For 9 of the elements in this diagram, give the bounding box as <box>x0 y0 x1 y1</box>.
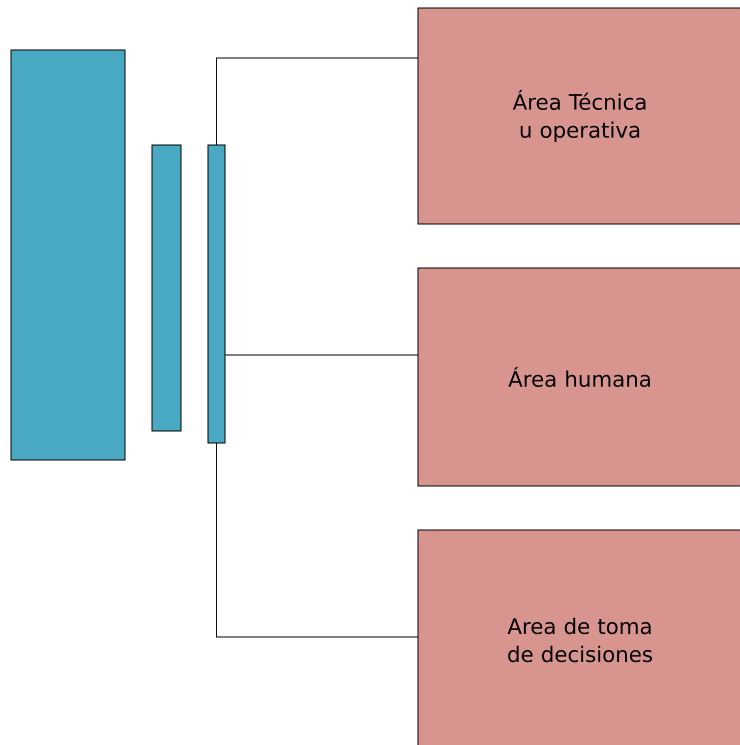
text-box: Área humana <box>418 268 740 486</box>
connector-line <box>224 354 418 356</box>
connector-line <box>216 58 418 145</box>
connector-line <box>216 443 418 638</box>
text-box: Area de toma de decisiones <box>418 530 740 745</box>
bar <box>10 50 126 460</box>
bar <box>152 144 182 432</box>
bar <box>208 144 226 444</box>
text-box: Área Técnica u operativa <box>418 8 740 224</box>
